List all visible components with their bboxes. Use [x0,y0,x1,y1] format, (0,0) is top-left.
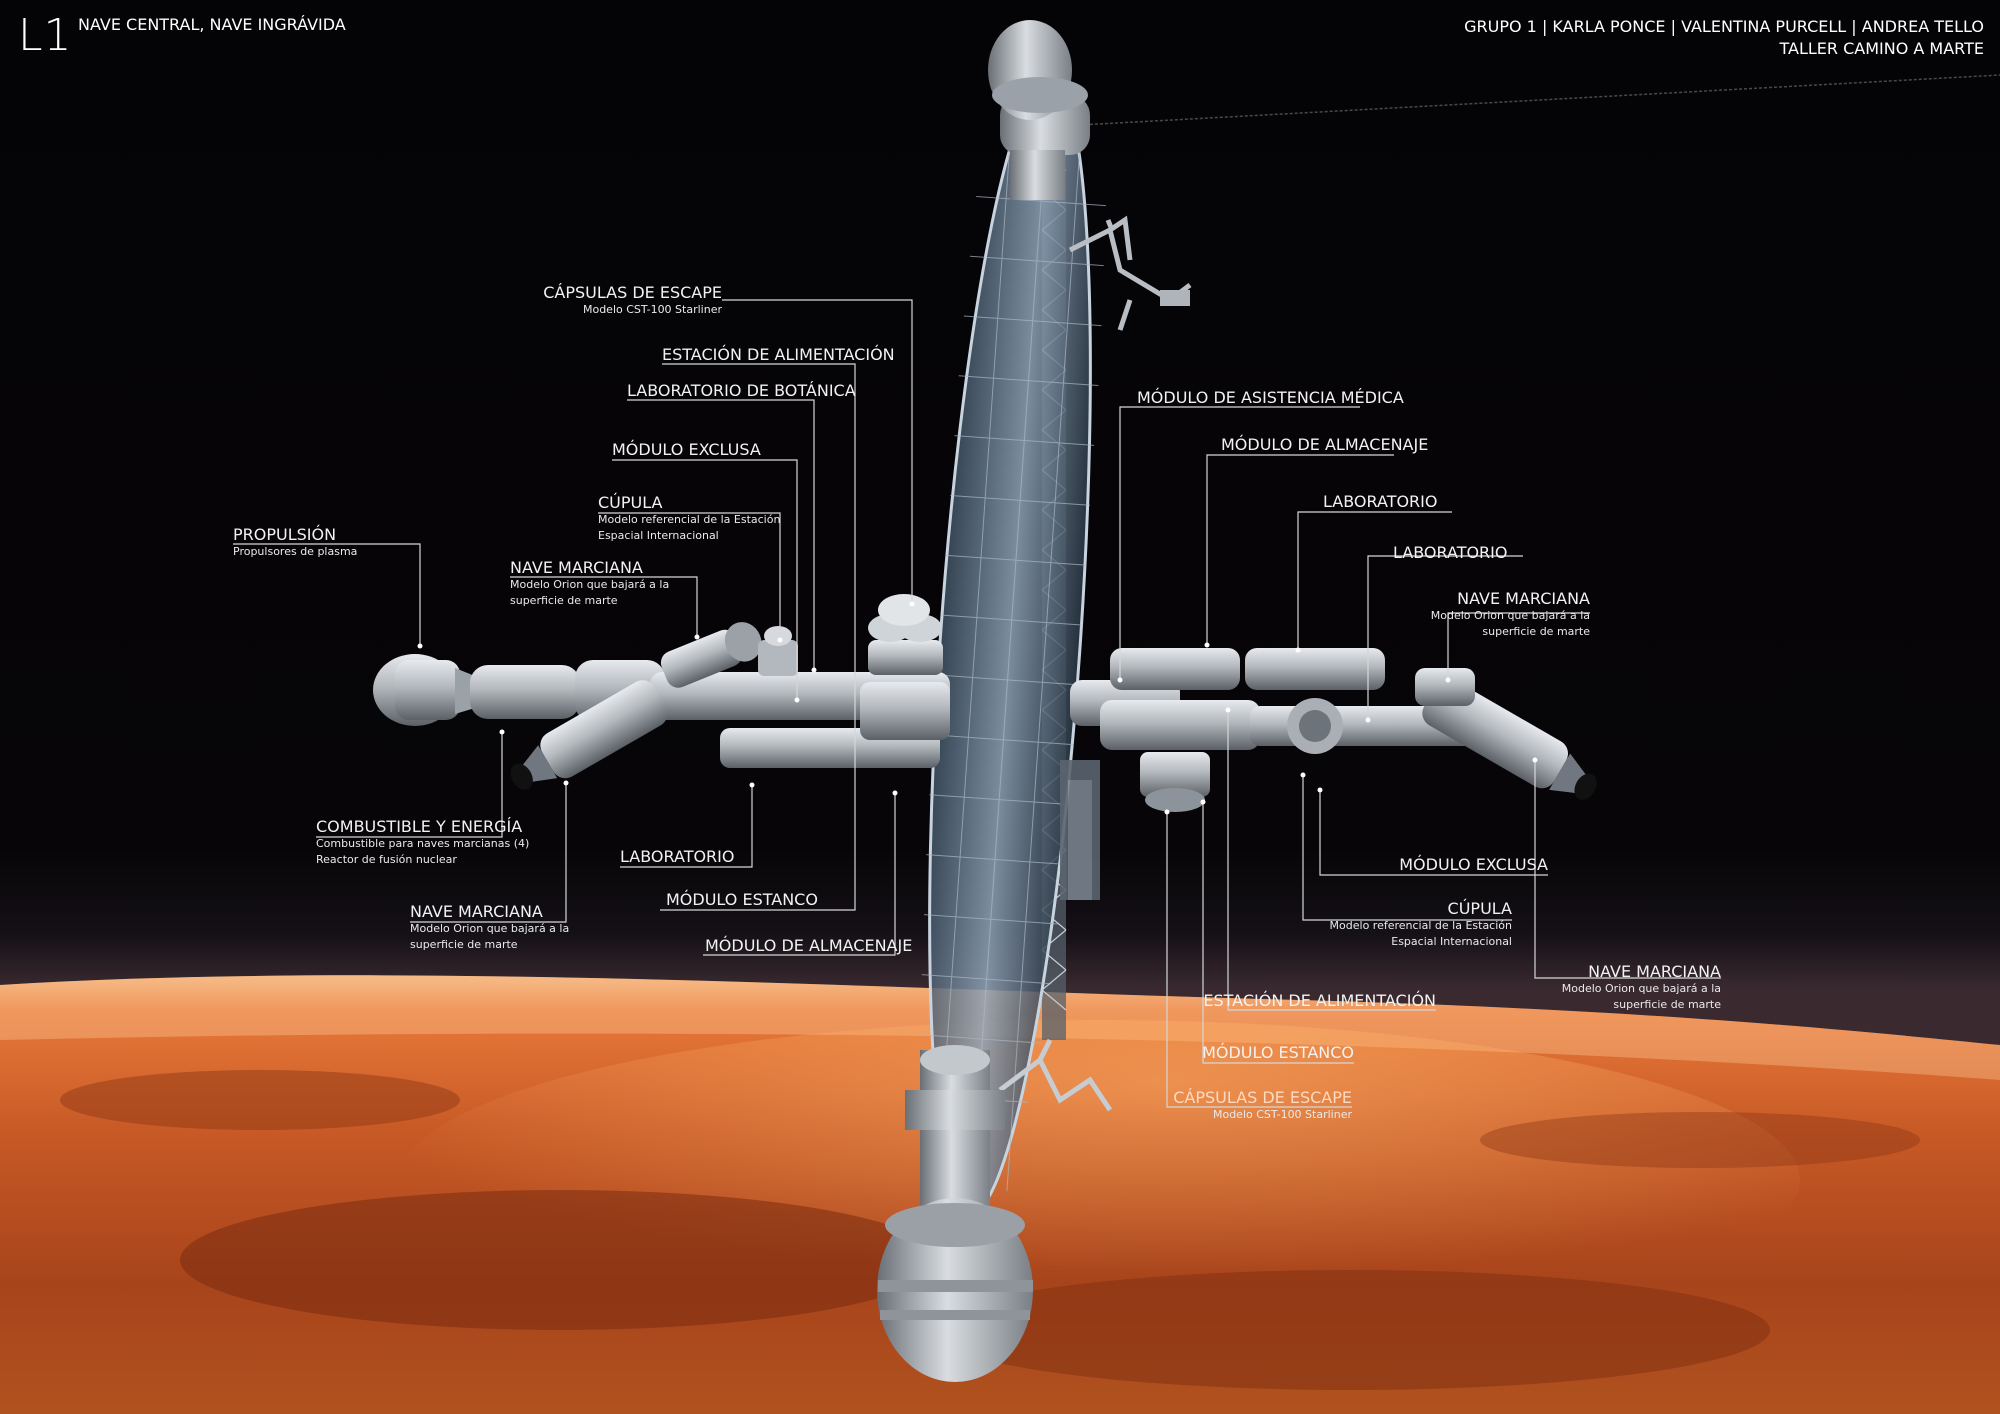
label-modulo-exclusa-right: MÓDULO EXCLUSA [1399,855,1548,874]
label-capsulas-escape-left: CÁPSULAS DE ESCAPE Modelo CST-100 Starli… [543,283,722,317]
label-nave-marciana-right-lower: NAVE MARCIANA Modelo Orion que bajará a … [1561,962,1721,1012]
label-modulo-estanco-right: MÓDULO ESTANCO [1202,1043,1354,1062]
robotic-arm-top [1068,215,1192,331]
robotic-arm-bottom [998,1038,1113,1112]
credits-line-1: GRUPO 1 | KARLA PONCE | VALENTINA PURCEL… [1464,17,1984,36]
label-nave-marciana-right-upper: NAVE MARCIANA Modelo Orion que bajará a … [1430,589,1590,639]
label-laboratorio-right-1: LABORATORIO [1323,492,1438,511]
callout-leaders [233,299,1721,1108]
credits-line-2: TALLER CAMINO A MARTE [1779,39,1984,58]
label-modulo-almacenaje-right: MÓDULO DE ALMACENAJE [1221,435,1429,454]
label-propulsion: PROPULSIÓN Propulsores de plasma [233,525,358,559]
label-laboratorio-left: LABORATORIO [620,847,735,866]
label-nave-marciana-left-upper: NAVE MARCIANA Modelo Orion que bajará a … [510,558,670,608]
label-combustible-energia: COMBUSTIBLE Y ENERGÍA Combustible para n… [316,817,530,867]
lower-truss-panels [1060,760,1100,900]
label-estacion-alimentacion-right: ESTACIÓN DE ALIMENTACIÓN [1203,991,1436,1010]
label-modulo-exclusa-left: MÓDULO EXCLUSA [612,440,761,459]
label-estacion-alimentacion-left: ESTACIÓN DE ALIMENTACIÓN [662,345,895,364]
label-cupula-left: CÚPULA Modelo referencial de la Estación… [598,493,781,543]
right-assembly [1070,648,1597,812]
left-assembly [373,594,950,790]
label-capsulas-escape-right: CÁPSULAS DE ESCAPE Modelo CST-100 Starli… [1173,1088,1352,1122]
label-modulo-almacenaje-left: MÓDULO DE ALMACENAJE [705,936,913,955]
top-capsule [988,20,1090,200]
label-cupula-right: CÚPULA Modelo referencial de la Estación… [1329,899,1512,949]
label-modulo-asistencia-medica: MÓDULO DE ASISTENCIA MÉDICA [1137,388,1404,407]
credits: GRUPO 1 | KARLA PONCE | VALENTINA PURCEL… [1464,16,1984,60]
label-nave-marciana-left-lower: NAVE MARCIANA Modelo Orion que bajará a … [410,902,570,952]
label-modulo-estanco-left: MÓDULO ESTANCO [666,890,818,909]
bottom-capsule [877,1045,1033,1382]
label-laboratorio-right-2: LABORATORIO [1393,543,1508,562]
sheet-id: L1 [18,10,73,61]
sheet-title: NAVE CENTRAL, NAVE INGRÁVIDA [78,15,346,34]
label-laboratorio-botanica: LABORATORIO DE BOTÁNICA [627,381,856,400]
